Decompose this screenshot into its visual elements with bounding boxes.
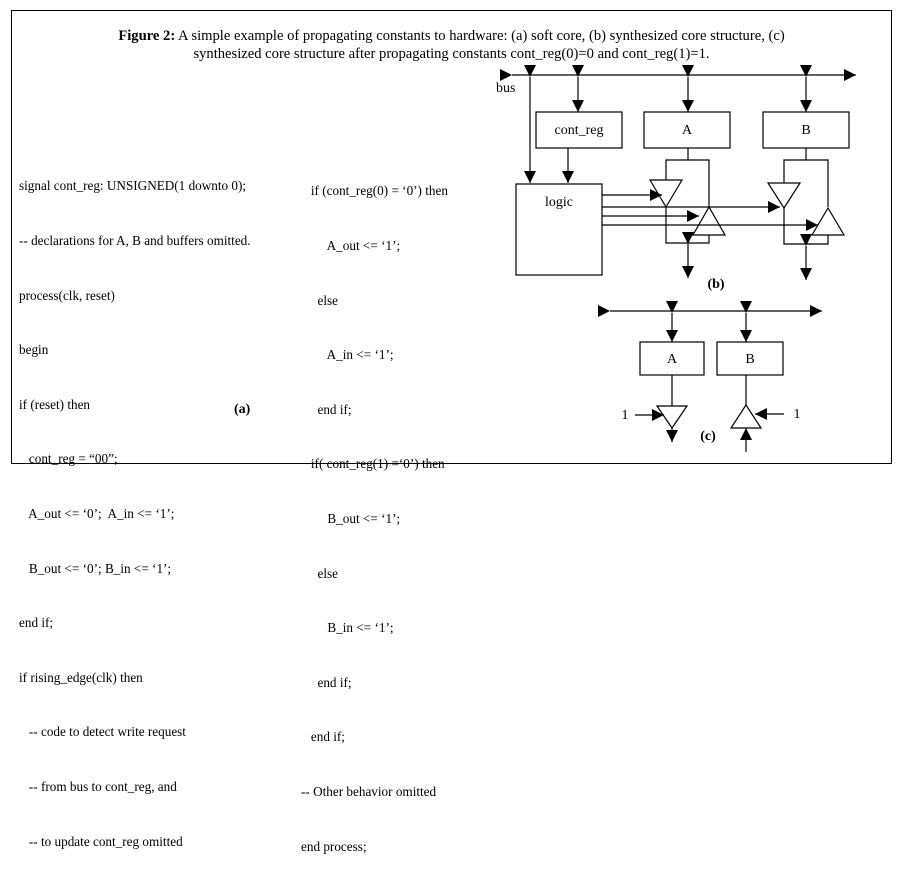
cont-reg-block bbox=[535, 111, 623, 149]
code-line: -- Other behavior omitted bbox=[301, 783, 437, 799]
b-label: B bbox=[801, 123, 810, 138]
code-line: if (cont_reg(0) = ‘0’) then bbox=[301, 183, 448, 199]
code-line: B_out <= ‘0’; B_in <= ‘1’; bbox=[19, 560, 172, 576]
code-line: if (reset) then bbox=[19, 396, 91, 412]
code-line: -- code to detect write request bbox=[19, 724, 186, 740]
hardware-diagram: bus cont_reg A B logic (b) A B 1 1 (c) bbox=[496, 65, 856, 452]
b-label-c: B bbox=[745, 352, 754, 367]
logic-block bbox=[515, 183, 603, 276]
logic-label: logic bbox=[545, 195, 573, 210]
caption-label: Figure 2: bbox=[118, 28, 176, 44]
a-out-buffer bbox=[648, 179, 684, 209]
panel-b-label: (b) bbox=[707, 277, 724, 292]
a-const-label: 1 bbox=[622, 408, 629, 423]
cont-reg-label: cont_reg bbox=[555, 123, 604, 138]
b-in-buffer-c bbox=[729, 403, 763, 429]
panel-c-label: (c) bbox=[700, 429, 716, 444]
code-line: B_in <= ‘1’; bbox=[301, 620, 394, 636]
b-buffer-group bbox=[766, 148, 846, 245]
code-line: signal cont_reg: UNSIGNED(1 downto 0); bbox=[19, 178, 247, 194]
b-const-label: 1 bbox=[794, 407, 801, 422]
code-line: end if; bbox=[19, 615, 54, 631]
code-line: -- from bus to cont_reg, and bbox=[19, 778, 177, 794]
bus-label: bus bbox=[496, 81, 515, 96]
code-line: end process; bbox=[301, 838, 367, 854]
b-in-buffer bbox=[810, 206, 846, 236]
a-label: A bbox=[682, 123, 693, 138]
code-line: if( cont_reg(1) =‘0’) then bbox=[301, 456, 445, 472]
code-line: A_out <= ‘0’; A_in <= ‘1’; bbox=[19, 505, 175, 521]
a-in-buffer bbox=[691, 205, 727, 236]
b-out-buffer bbox=[766, 182, 802, 210]
code-line: end if; bbox=[301, 401, 352, 417]
figure-frame bbox=[11, 10, 892, 464]
code-line: A_out <= ‘1’; bbox=[301, 238, 401, 253]
code-line: process(clk, reset) bbox=[19, 287, 115, 303]
code-line: begin bbox=[19, 342, 49, 358]
code-line: A_in <= ‘1’; bbox=[301, 347, 394, 363]
code-line: end if; bbox=[301, 729, 345, 745]
code-line: -- to update cont_reg omitted bbox=[19, 833, 183, 849]
code-line: if rising_edge(clk) then bbox=[19, 669, 143, 685]
code-line: cont_reg = “00”; bbox=[19, 451, 118, 467]
code-line: else bbox=[301, 565, 338, 581]
caption-line-2: synthesized core structure after propaga… bbox=[193, 46, 710, 62]
a-out-buffer-c bbox=[655, 405, 689, 430]
code-line: else bbox=[301, 292, 338, 308]
caption-line-1: A simple example of propagating constant… bbox=[175, 28, 785, 44]
code-line: end if; bbox=[301, 674, 352, 690]
panel-a-label: (a) bbox=[234, 402, 251, 417]
code-line: -- declarations for A, B and buffers omi… bbox=[19, 233, 251, 248]
code-line: B_out <= ‘1’; bbox=[301, 510, 401, 526]
b-block-c bbox=[716, 341, 784, 376]
a-block bbox=[643, 111, 731, 149]
figure-caption: Figure 2: A simple example of propagatin… bbox=[11, 27, 892, 63]
a-label-c: A bbox=[667, 352, 678, 367]
